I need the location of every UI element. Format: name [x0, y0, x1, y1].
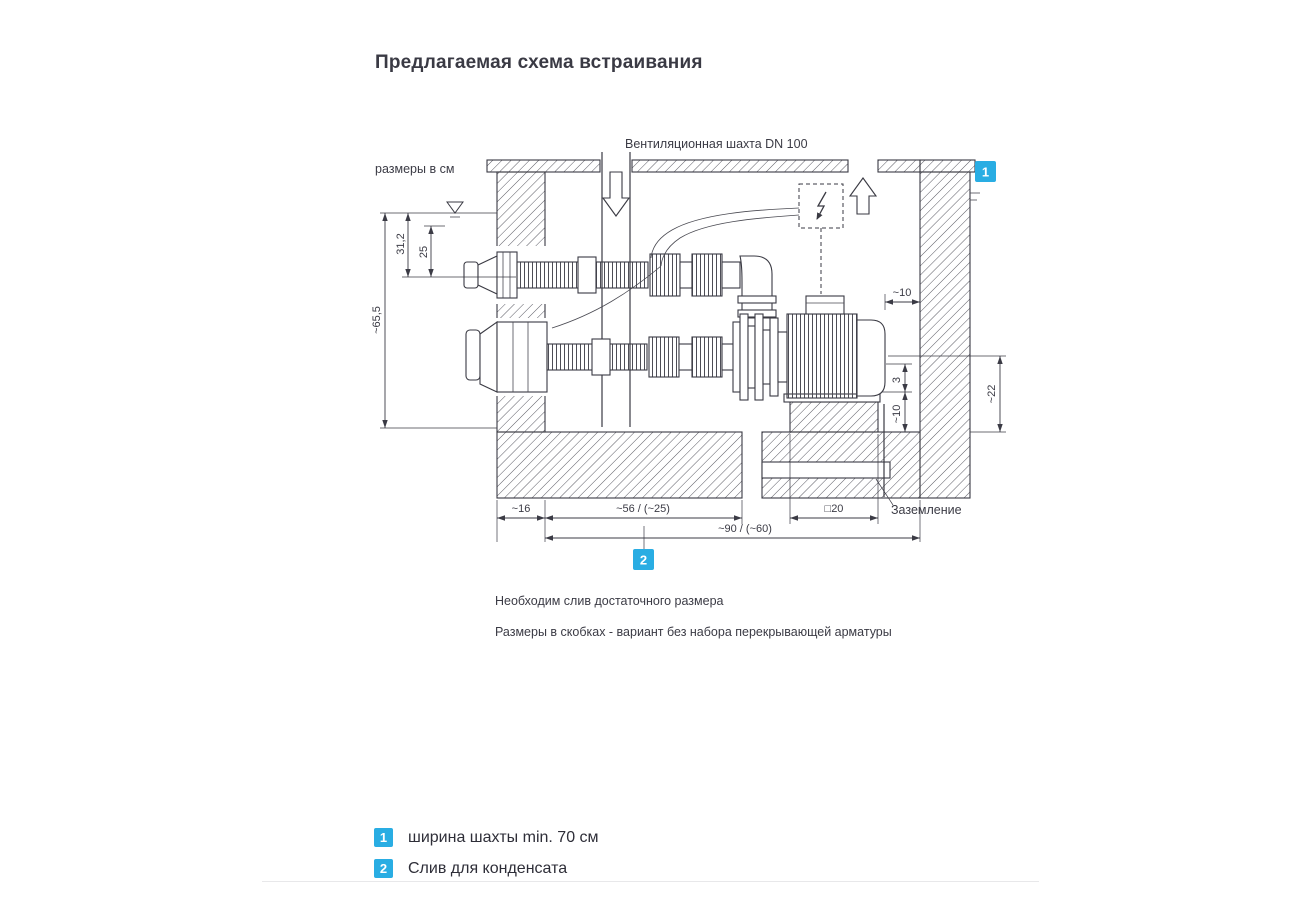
flange-plate: [732, 321, 741, 393]
wall-flange: [496, 251, 518, 299]
installation-diagram: ~65,5 31,2 25 ~10 3 ~10: [360, 130, 1020, 590]
ventilation-pipe: [601, 152, 631, 427]
upper-union-nut-2: [691, 253, 723, 297]
suction-cap: [465, 329, 481, 381]
dim-wall-thickness: ~16: [512, 503, 531, 515]
upper-spacer: [679, 261, 693, 289]
floor-left: [496, 431, 743, 499]
cover-slab-middle2: [877, 159, 921, 173]
lower-union-nut-1: [648, 336, 680, 378]
marker-1-number: 1: [982, 165, 989, 180]
note-brackets: Размеры в скобках - вариант без набора п…: [495, 625, 892, 639]
cover-slab-middle: [631, 159, 849, 173]
cable-line: [551, 265, 662, 329]
cable-line: [660, 214, 800, 267]
dim-inner-width: ~56 / (~25): [616, 503, 670, 515]
upper-pipe-run: [463, 251, 777, 319]
pump-pedestal: [789, 401, 879, 433]
legend-badge-2: 2: [374, 859, 393, 878]
nozzle-cap: [463, 261, 479, 289]
bottom-divider: [262, 881, 1039, 882]
air-up-arrow-icon: [848, 177, 878, 215]
dim-base-edge: 3: [891, 377, 903, 383]
pump-flange-stack: [732, 313, 788, 401]
legend-label-1: ширина шахты min. 70 см: [408, 828, 599, 846]
flange-plate: [777, 331, 788, 383]
nozzle-cone: [477, 255, 498, 295]
units-note: размеры в см: [375, 162, 454, 176]
marker-2-badge: [633, 549, 654, 570]
elbow-flange: [737, 295, 777, 304]
cover-slab-left: [486, 159, 601, 173]
drain-channel: [761, 461, 891, 479]
upper-hose-coupling: [577, 256, 597, 294]
lower-pipe-run: [465, 320, 735, 393]
lightning-icon: [816, 191, 827, 220]
lower-stub: [721, 343, 735, 371]
water-level-icon: [446, 201, 464, 214]
flange-plate: [754, 313, 764, 401]
air-down-arrow-icon: [601, 171, 631, 217]
grounding-label: Заземление: [891, 503, 962, 517]
legend-item-1: 1 ширина шахты min. 70 см: [374, 828, 599, 847]
water-level: [380, 201, 497, 218]
marker-1-badge: [975, 161, 996, 182]
dim-water-to-nozzle: 25: [418, 246, 430, 258]
terminal-box: [805, 295, 845, 315]
flange-plate: [769, 317, 779, 397]
cable-line: [650, 207, 800, 259]
flange-plate: [739, 313, 749, 401]
flange-plate: [762, 329, 771, 385]
dim-base-depth: ~22: [986, 385, 998, 404]
cover-slab-right: [919, 159, 976, 173]
electrical-supply: [551, 183, 844, 329]
page-title: Предлагаемая схема встраивания: [375, 52, 703, 73]
pump-motor: [783, 295, 886, 497]
flange-plate: [747, 325, 756, 389]
legend-item-2: 2 Слив для конденсата: [374, 859, 599, 878]
legend: 1 ширина шахты min. 70 см 2 Слив для кон…: [374, 828, 599, 890]
dim-total-depth: ~65,5: [371, 306, 383, 334]
upper-union-nut-1: [649, 253, 681, 297]
grounding-leader: [875, 478, 894, 506]
dim-base-width: □20: [825, 503, 844, 515]
suction-cone: [479, 320, 498, 393]
right-wall: [919, 171, 971, 499]
dim-motor-wall-gap: ~10: [893, 287, 912, 299]
marker-2-number: 2: [640, 553, 647, 568]
dim-nozzle-depth: 31,2: [395, 233, 407, 254]
lower-spacer: [678, 343, 693, 371]
legend-badge-1: 1: [374, 828, 393, 847]
legend-label-2: Слив для конденсата: [408, 859, 568, 877]
lower-hose-coupling: [591, 338, 611, 376]
upper-stub: [721, 261, 741, 289]
notes: Необходим слив достаточного размера Разм…: [495, 594, 892, 656]
marker-1: 1: [975, 161, 996, 182]
lower-union-nut-2: [691, 336, 723, 378]
marker-2: 2: [633, 526, 654, 570]
wall-housing: [496, 321, 548, 393]
dimensions: ~65,5 31,2 25 ~10 3 ~10: [371, 213, 1006, 542]
shaft-label: Вентиляционная шахта DN 100: [625, 137, 808, 151]
diagram-svg: ~65,5 31,2 25 ~10 3 ~10: [371, 137, 1006, 570]
note-drain: Необходим слив достаточного размера: [495, 594, 724, 608]
dim-base-height: ~10: [891, 405, 903, 424]
dim-total-width: ~90 / (~60): [718, 523, 772, 535]
motor-body: [786, 313, 858, 399]
elbow: [739, 255, 773, 319]
grounding-callout: Заземление: [875, 478, 962, 517]
motor-end-cap: [856, 319, 886, 397]
